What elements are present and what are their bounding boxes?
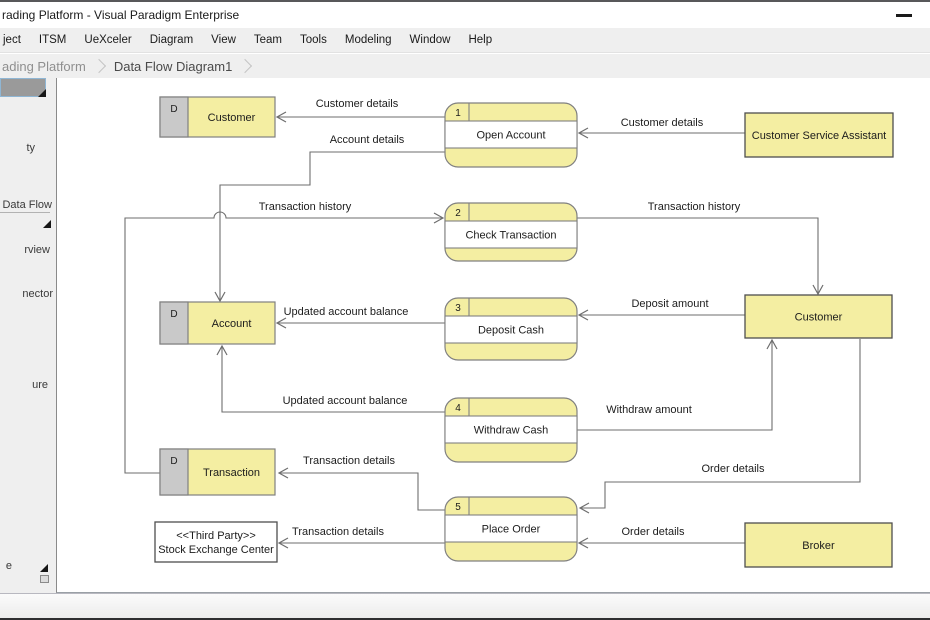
node-label: Account [212,318,252,330]
flow-label: Customer details [621,117,704,129]
flow-order-details-from-broker[interactable]: Order details [577,526,745,549]
sidebar-item-data-flow[interactable]: Data Flow [2,199,52,211]
flow-updated-balance-from-withdraw[interactable]: Updated account balance [216,344,445,413]
fold-corner-triangle-icon [43,220,51,228]
menu-item-diagram[interactable]: Diagram [149,34,194,46]
menu-item-window[interactable]: Window [409,34,451,46]
flow-label: Updated account balance [284,306,409,318]
chevron-right-icon [91,58,106,74]
flow-customer-details-from-csa[interactable]: Customer details [577,117,745,139]
sidebar-item-ure[interactable]: ure [32,379,48,391]
flow-label: Deposit amount [631,298,708,310]
datastore-customer[interactable]: D Customer [159,96,276,138]
flow-label: Order details [702,463,765,475]
sidebar-divider [0,212,50,213]
flow-label: Transaction details [292,526,384,538]
fold-corner-triangle-icon [40,564,48,572]
menu-item-ject[interactable]: ject [3,34,21,46]
process-number: 1 [455,108,461,119]
node-label: Transaction [203,467,260,479]
menu-item-uexceler[interactable]: UeXceler [84,34,132,46]
minimize-dash-icon[interactable] [896,14,912,17]
flow-label: Customer details [316,98,399,110]
node-label: Stock Exchange Center [158,544,274,556]
process-number: 2 [455,208,461,219]
flow-label: Updated account balance [283,395,408,407]
menu-item-modeling[interactable]: Modeling [344,34,392,46]
flow-withdraw-amount[interactable]: Withdraw amount [577,338,778,431]
datastore-transaction[interactable]: D Transaction [159,448,276,496]
node-label: Customer [208,112,256,124]
node-label: <<Third Party>> [176,530,256,542]
breadcrumb: ading Platform Data Flow Diagram1 [0,54,930,78]
datastore-tag: D [170,456,177,467]
flow-transaction-details-to-exchange[interactable]: Transaction details [277,526,445,549]
node-label: Broker [802,540,835,552]
menu-item-view[interactable]: View [211,34,236,46]
datastore-tag: D [170,104,177,115]
flow-deposit-amount[interactable]: Deposit amount [577,298,745,321]
selected-tool-button[interactable] [0,78,46,97]
breadcrumb-item[interactable]: Data Flow Diagram1 [113,58,233,74]
external-customer[interactable]: Customer [744,294,893,339]
flow-label: Withdraw amount [606,404,692,416]
sidebar-item-ty[interactable]: ty [26,142,35,154]
process-number: 5 [455,502,461,513]
flow-updated-balance-from-deposit[interactable]: Updated account balance [275,306,445,329]
node-label: Open Account [476,130,545,142]
fold-corner-triangle-icon [38,89,46,97]
flow-customer-details-to-store[interactable]: Customer details [275,98,445,123]
node-label: Customer Service Assistant [752,130,887,142]
process-number: 4 [455,403,461,414]
process-number: 3 [455,303,461,314]
flow-label: Order details [622,526,685,538]
datastore-account[interactable]: D Account [159,301,276,345]
sidebar-item-rview[interactable]: rview [24,244,50,256]
flow-label: Transaction history [259,201,352,213]
breadcrumb-item[interactable]: ading Platform [2,58,86,74]
menu-item-team[interactable]: Team [253,34,283,46]
flow-transaction-history-to-check[interactable]: Transaction history [124,201,445,474]
external-broker[interactable]: Broker [744,522,893,568]
node-label: Deposit Cash [478,325,544,337]
sidebar-bottom-icon[interactable] [40,575,49,583]
menu-item-tools[interactable]: Tools [300,34,327,46]
flow-account-details[interactable]: Account details [214,134,445,303]
menu-item-itsm[interactable]: ITSM [38,34,67,46]
status-bar [0,593,930,618]
sidebar-item-e[interactable]: e [5,560,12,572]
window-title: rading Platform - Visual Paradigm Enterp… [2,8,240,22]
flow-transaction-history-to-customer[interactable]: Transaction history [577,201,824,296]
flow-transaction-details-to-store[interactable]: Transaction details [277,455,445,511]
external-customer-service-assistant[interactable]: Customer Service Assistant [744,112,894,158]
chevron-right-icon [238,58,253,74]
node-label: Customer [795,312,843,324]
sidebar-item-nector[interactable]: nector [22,288,53,300]
title-bar: rading Platform - Visual Paradigm Enterp… [0,0,930,28]
external-stock-exchange-center[interactable]: <<Third Party>> Stock Exchange Center [154,521,278,563]
datastore-tag: D [170,309,177,320]
window-bottom-edge [0,618,930,620]
menu-item-help[interactable]: Help [468,34,493,46]
flow-order-details-from-customer[interactable]: Order details [578,339,861,514]
flow-label: Transaction history [648,201,741,213]
menu-bar: ject ITSM UeXceler Diagram View Team Tools Mode… [0,28,930,53]
node-label: Place Order [482,524,541,536]
node-label: Check Transaction [465,230,556,242]
flow-label: Transaction details [303,455,395,467]
node-label: Withdraw Cash [474,425,549,437]
flow-label: Account details [330,134,405,146]
